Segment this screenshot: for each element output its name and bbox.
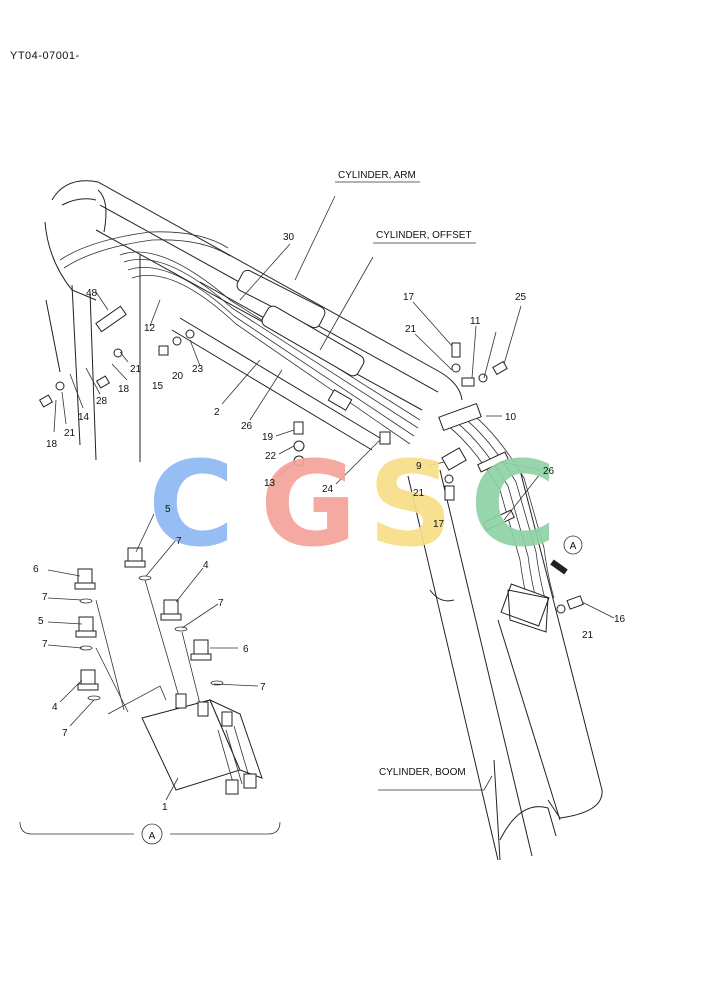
caption-cylinder-offset: CYLINDER, OFFSET bbox=[376, 230, 472, 241]
callout-20: 20 bbox=[172, 371, 184, 382]
callout-6: 6 bbox=[243, 644, 249, 655]
callout-6: 6 bbox=[33, 564, 39, 575]
callout-10: 10 bbox=[505, 412, 517, 423]
callout-11: 11 bbox=[470, 316, 481, 327]
callout-13: 13 bbox=[264, 478, 276, 489]
hardware-parts bbox=[38, 305, 584, 614]
callout-14: 14 bbox=[78, 412, 90, 423]
callout-12: 12 bbox=[144, 323, 156, 334]
detail-marker: A bbox=[563, 535, 583, 555]
callout-4: 4 bbox=[203, 560, 209, 571]
callout-26: 26 bbox=[543, 466, 555, 477]
watermark-letter-c1: C bbox=[148, 435, 235, 573]
leader-lines bbox=[47, 181, 615, 801]
callout-25: 25 bbox=[515, 292, 527, 303]
callout-15: 15 bbox=[152, 381, 164, 392]
callout-7: 7 bbox=[218, 598, 224, 609]
callout-26: 26 bbox=[241, 421, 253, 432]
caption-cylinder-boom: CYLINDER, BOOM bbox=[379, 767, 466, 778]
callout-5: 5 bbox=[165, 504, 171, 515]
detail-view-label: A bbox=[141, 823, 163, 845]
callout-21: 21 bbox=[405, 324, 417, 335]
watermark: C G S C bbox=[148, 435, 557, 573]
watermark-letter-s: S bbox=[368, 435, 453, 573]
callout-1: 1 bbox=[162, 802, 168, 813]
callout-21: 21 bbox=[413, 488, 425, 499]
callout-7: 7 bbox=[176, 536, 182, 547]
callouts: 48 12 28 14 21 18 21 18 15 20 23 2 26 30… bbox=[33, 232, 626, 813]
callout-21: 21 bbox=[64, 428, 76, 439]
callout-7: 7 bbox=[62, 728, 68, 739]
callout-7: 7 bbox=[260, 682, 266, 693]
callout-2: 2 bbox=[214, 407, 220, 418]
watermark-letter-c2: C bbox=[470, 435, 557, 573]
boom-structure bbox=[44, 180, 603, 861]
caption-cylinder-arm: CYLINDER, ARM bbox=[338, 170, 416, 181]
callout-23: 23 bbox=[192, 364, 204, 375]
watermark-letter-g: G bbox=[260, 435, 357, 573]
callout-19: 19 bbox=[262, 432, 274, 443]
callout-48: 48 bbox=[86, 288, 98, 299]
callout-21: 21 bbox=[130, 364, 142, 375]
callout-5: 5 bbox=[38, 616, 44, 627]
detail-view-text: A bbox=[149, 831, 156, 842]
callout-7: 7 bbox=[42, 592, 48, 603]
callout-7: 7 bbox=[42, 639, 48, 650]
callout-4: 4 bbox=[52, 702, 58, 713]
callout-28: 28 bbox=[96, 396, 108, 407]
document-id: YT04-07001- bbox=[10, 50, 80, 62]
detail-marker-label: A bbox=[570, 541, 577, 552]
callout-18: 18 bbox=[118, 384, 130, 395]
callout-24: 24 bbox=[322, 484, 334, 495]
callout-17: 17 bbox=[403, 292, 415, 303]
detail-a-assembly bbox=[19, 547, 281, 835]
callout-18: 18 bbox=[46, 439, 58, 450]
callout-30: 30 bbox=[283, 232, 295, 243]
callout-17: 17 bbox=[433, 519, 445, 530]
callout-22: 22 bbox=[265, 451, 277, 462]
callout-9: 9 bbox=[416, 461, 422, 472]
callout-21: 21 bbox=[582, 630, 594, 641]
callout-16: 16 bbox=[614, 614, 626, 625]
